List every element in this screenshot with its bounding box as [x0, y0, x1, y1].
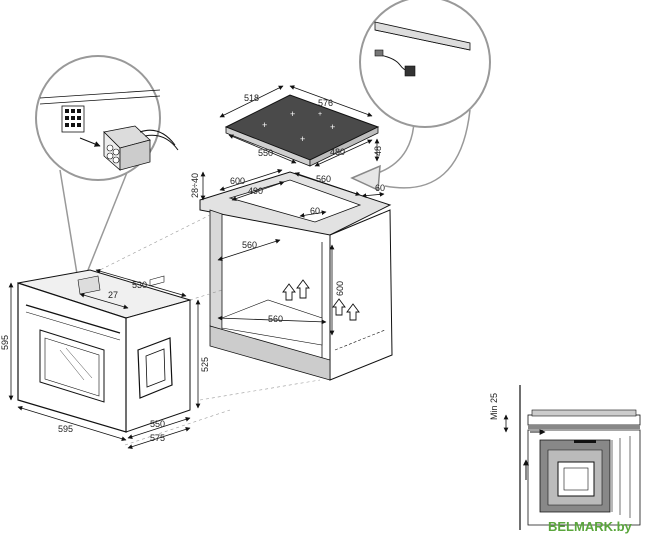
connector-detail-zoom — [350, 0, 491, 192]
top-inner-depth-label: 490 — [248, 186, 263, 196]
oven-top-offset-label: 27 — [108, 290, 118, 300]
side-section-detail — [503, 385, 641, 530]
svg-text:+: + — [262, 120, 267, 130]
hob-cutout-width-label: 550 — [258, 148, 273, 158]
side-gap-label: 60 — [375, 183, 385, 193]
oven-body-height-label: 525 — [200, 357, 210, 372]
oven-depth-label: 530 — [132, 280, 147, 290]
terminal-plug — [79, 125, 179, 171]
terminal-socket — [61, 105, 85, 133]
hob-cutout-depth-label: 480 — [330, 147, 345, 157]
cabinet — [199, 171, 393, 381]
hob-depth-label: 518 — [244, 93, 259, 103]
svg-text:+: + — [300, 134, 305, 144]
svg-text:+: + — [318, 111, 322, 118]
base-width-label: 560 — [268, 314, 283, 324]
oven-height-label: 595 — [0, 335, 10, 350]
hob: + + + + + — [224, 94, 380, 167]
worktop-thickness-label: 28÷40 — [190, 173, 200, 198]
hob-width-label: 576 — [318, 98, 333, 108]
min-gap-label: Min 25 — [489, 393, 499, 420]
svg-text:+: + — [290, 109, 295, 119]
top-depth-label: 600 — [230, 176, 245, 186]
top-width-label: 560 — [316, 174, 331, 184]
oven — [17, 269, 192, 433]
top-gap-label: 60 — [310, 206, 320, 216]
inner-height-label: 600 — [335, 281, 345, 296]
oven-total-depth-label: 575 — [150, 433, 165, 443]
hob-thickness-label: 48 — [373, 146, 383, 156]
oven-width-label: 595 — [58, 424, 73, 434]
svg-text:+: + — [330, 122, 335, 132]
ventilation-arrows — [282, 279, 360, 321]
watermark: BELMARK.by — [548, 519, 633, 534]
oven-body-depth-label: 550 — [150, 419, 165, 429]
terminal-block-zoom — [35, 55, 179, 281]
inner-depth-label: 560 — [242, 240, 257, 250]
